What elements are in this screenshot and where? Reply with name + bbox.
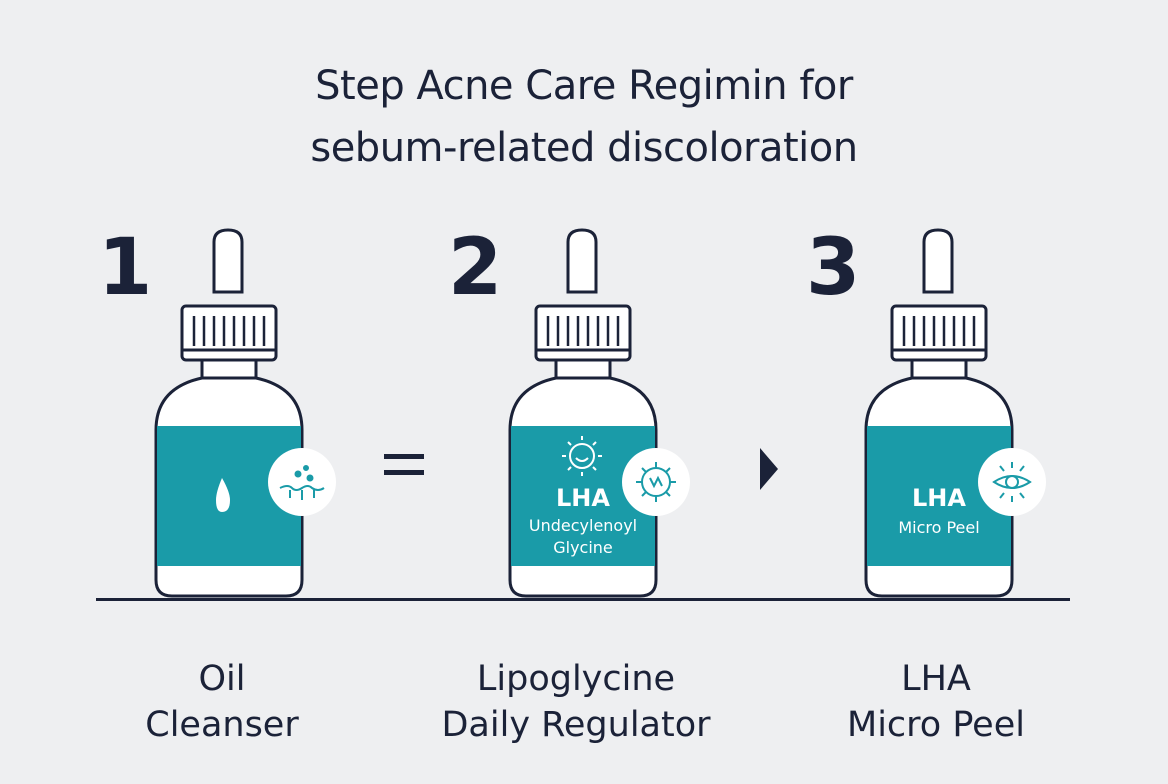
product-name-2-line-2: Daily Regulator xyxy=(441,705,711,745)
step-number-3: 3 xyxy=(806,223,861,313)
bottle-lha-micro-peel xyxy=(864,228,1014,598)
bottle-2-label-title: LHA xyxy=(556,484,610,512)
bottle-2-label-line-2: Undecylenoyl xyxy=(528,516,638,535)
step-number-2: 2 xyxy=(448,223,503,313)
sun-face-icon xyxy=(562,436,602,476)
bottle-2-label-line-3: Glycine xyxy=(553,538,613,557)
step-number-1: 1 xyxy=(98,223,153,313)
product-name-1-line-2: Cleanser xyxy=(145,705,299,745)
bottle-3-label-title: LHA xyxy=(912,484,966,512)
bottle-3-label-line-2: Micro Peel xyxy=(898,518,980,537)
baseline-divider xyxy=(96,598,1070,601)
product-name-1-line-1: Oil xyxy=(198,659,246,699)
play-arrow-icon xyxy=(760,448,778,490)
product-name-2-line-1: Lipoglycine xyxy=(476,659,676,699)
product-name-2: Lipoglycine Daily Regulator xyxy=(396,656,756,748)
product-name-3-line-2: Micro Peel xyxy=(847,705,1025,745)
skin-pores-droplets-icon xyxy=(268,448,336,516)
page-title-line-2: sebum-related discoloration xyxy=(310,125,858,171)
equals-icon xyxy=(384,454,424,475)
water-drop-icon xyxy=(216,478,230,512)
product-name-3-line-1: LHA xyxy=(901,659,971,699)
peeling-skin-icon xyxy=(978,448,1046,516)
bottle-lipoglycine xyxy=(508,228,658,598)
bacteria-icon xyxy=(622,448,690,516)
product-name-3: LHA Micro Peel xyxy=(756,656,1116,748)
product-name-1: Oil Cleanser xyxy=(42,656,402,748)
page-title-line-1: Step Acne Care Regimin for xyxy=(315,63,853,109)
bottle-oil-cleanser xyxy=(154,228,304,598)
